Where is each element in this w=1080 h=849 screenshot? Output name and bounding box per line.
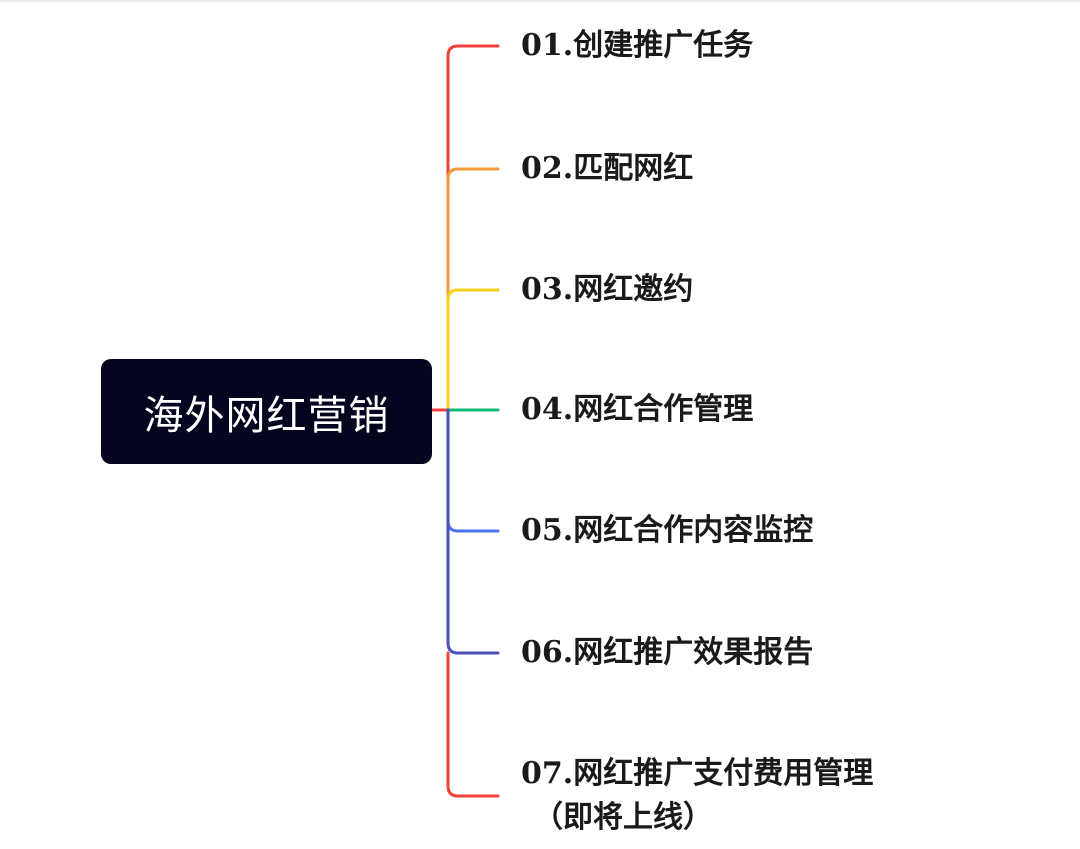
branch-label-05: 05.网红合作内容监控 xyxy=(521,513,814,548)
branch-node-04[interactable]: 04.网红合作管理 xyxy=(521,388,753,432)
branch-node-05[interactable]: 05.网红合作内容监控 xyxy=(521,509,813,553)
connector-branch-06 xyxy=(446,408,500,655)
branch-label-07: 07.网红推广支付费用管理 xyxy=(521,756,874,791)
root-label: 海外网红营销 xyxy=(143,392,390,439)
branch-label-03: 03.网红邀约 xyxy=(521,272,694,307)
connector-branch-02 xyxy=(446,167,500,412)
branch-label-07-status: （即将上线） xyxy=(533,800,713,835)
branch-label-06: 06.网红推广效果报告 xyxy=(521,635,814,670)
connector-branch-03 xyxy=(446,288,500,412)
top-divider xyxy=(0,0,1080,2)
connector-branch-07 xyxy=(446,651,500,798)
branch-label-02: 02.匹配网红 xyxy=(521,151,694,186)
connector-branch-05 xyxy=(446,408,500,533)
branch-node-07[interactable]: 07.网红推广支付费用管理 （即将上线） xyxy=(521,752,873,840)
branch-node-06[interactable]: 06.网红推广效果报告 xyxy=(521,631,813,675)
branch-node-01[interactable]: 01.创建推广任务 xyxy=(521,24,753,68)
root-node[interactable]: 海外网红营销 xyxy=(101,359,432,464)
connector-branch-01 xyxy=(446,44,500,412)
branch-label-01: 01.创建推广任务 xyxy=(521,28,754,63)
branch-label-04: 04.网红合作管理 xyxy=(521,392,754,427)
branch-node-02[interactable]: 02.匹配网红 xyxy=(521,147,693,191)
branch-node-03[interactable]: 03.网红邀约 xyxy=(521,268,693,312)
